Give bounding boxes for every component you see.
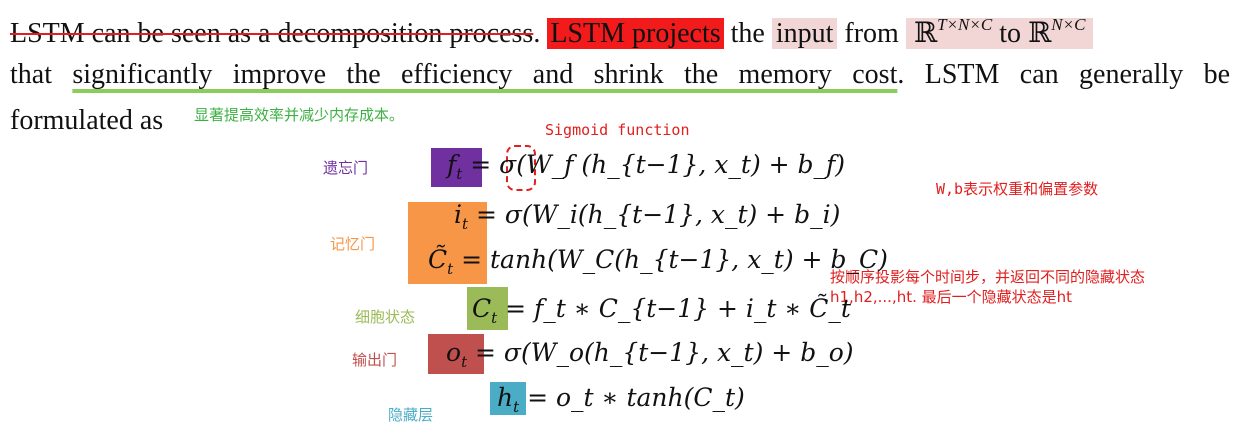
struck-text: LSTM can be seen as a decomposition proc… xyxy=(10,18,534,49)
paragraph-line-3: formulated as xyxy=(10,105,164,136)
equation-candidate-lhs: C̃ xyxy=(428,245,448,274)
cell-state-box xyxy=(467,287,508,330)
equation-output-lhs: o xyxy=(446,338,462,367)
weights-note: W,b表示权重和偏置参数 xyxy=(936,180,1099,198)
equation-candidate-lhs-sub: t xyxy=(447,260,454,278)
equation-forget-lhs-sub: t xyxy=(456,165,463,183)
red-highlight-text: LSTM projects xyxy=(547,18,724,49)
equation-hidden-rhs: = o_t ∗ tanh(C_t) xyxy=(519,383,745,412)
equation-cell-lhs-sub: t xyxy=(491,309,498,327)
projection-note-line-1: 按顺序投影每个时间步，并返回不同的隐藏状态 xyxy=(830,268,1146,286)
output-gate-box xyxy=(428,334,484,374)
equation-forget-rhs: = σ(W_f (h_{t−1}, x_t) + b_f) xyxy=(462,150,846,179)
math-from-base: ℝ xyxy=(913,16,938,49)
period: . xyxy=(533,18,541,49)
underlined-text: significantly improve the efficiency and… xyxy=(72,59,898,90)
equation-output-lhs-sub: t xyxy=(461,353,468,371)
equation-hidden-lhs: h xyxy=(497,383,514,412)
math-from-sup: T×N×C xyxy=(937,15,993,34)
text-from: from xyxy=(837,18,906,49)
equation-output: ot = σ(W_o(h_{t−1}, x_t) + b_o) xyxy=(446,338,854,371)
math-to: to xyxy=(992,18,1028,49)
text-that: that xyxy=(10,59,73,90)
paragraph-line-2: that significantly improve the efficienc… xyxy=(10,58,1230,92)
equation-input-lhs: i xyxy=(454,200,462,229)
equation-hidden: ht = o_t ∗ tanh(C_t) xyxy=(497,383,745,416)
memory-gate-label: 记忆门 xyxy=(330,235,376,253)
equation-forget-lhs: f xyxy=(447,150,457,179)
projection-note-line-2: h1,h2,...,ht. 最后一个隐藏状态是ht xyxy=(830,288,1073,306)
math-to-sup: N×C xyxy=(1051,15,1086,34)
equation-output-rhs: = σ(W_o(h_{t−1}, x_t) + b_o) xyxy=(467,338,854,367)
equation-forget: ft = σ(W_f (h_{t−1}, x_t) + b_f) xyxy=(447,150,845,183)
efficiency-note: 显著提高效率并减少内存成本。 xyxy=(194,106,405,124)
equation-candidate-rhs: = tanh(W_C(h_{t−1}, x_t) + b_C) xyxy=(453,245,888,274)
forget-gate-box xyxy=(431,148,482,187)
memory-gate-box xyxy=(408,202,487,284)
equation-cell-rhs: = f_t ∗ C_{t−1} + i_t ∗ C̃_t xyxy=(497,294,851,323)
sigmoid-note: Sigmoid function xyxy=(545,121,690,139)
text-the: the xyxy=(723,18,772,49)
text-rest: . LSTM can generally be xyxy=(897,59,1230,90)
input-highlight: input xyxy=(771,18,838,49)
forget-gate-label: 遗忘门 xyxy=(323,159,369,177)
cell-state-label: 细胞状态 xyxy=(355,308,416,326)
math-to-base: ℝ xyxy=(1027,16,1052,49)
equation-input-rhs: = σ(W_i(h_{t−1}, x_t) + b_i) xyxy=(468,200,841,229)
equation-hidden-lhs-sub: t xyxy=(513,398,520,416)
equation-candidate: C̃t = tanh(W_C(h_{t−1}, x_t) + b_C) xyxy=(428,245,888,278)
equation-cell-lhs: C xyxy=(472,294,492,323)
math-from-highlight: ℝT×N×C to ℝN×C xyxy=(905,15,1094,49)
sigmoid-dashed-circle xyxy=(506,145,536,191)
hidden-layer-box xyxy=(490,382,526,415)
paragraph-line-1: LSTM can be seen as a decomposition proc… xyxy=(10,8,1094,51)
equation-input-lhs-sub: t xyxy=(462,215,469,233)
equation-cell: Ct = f_t ∗ C_{t−1} + i_t ∗ C̃_t xyxy=(472,294,851,327)
hidden-layer-label: 隐藏层 xyxy=(388,406,434,424)
equation-input: it = σ(W_i(h_{t−1}, x_t) + b_i) xyxy=(454,200,840,233)
output-gate-label: 输出门 xyxy=(352,351,398,369)
